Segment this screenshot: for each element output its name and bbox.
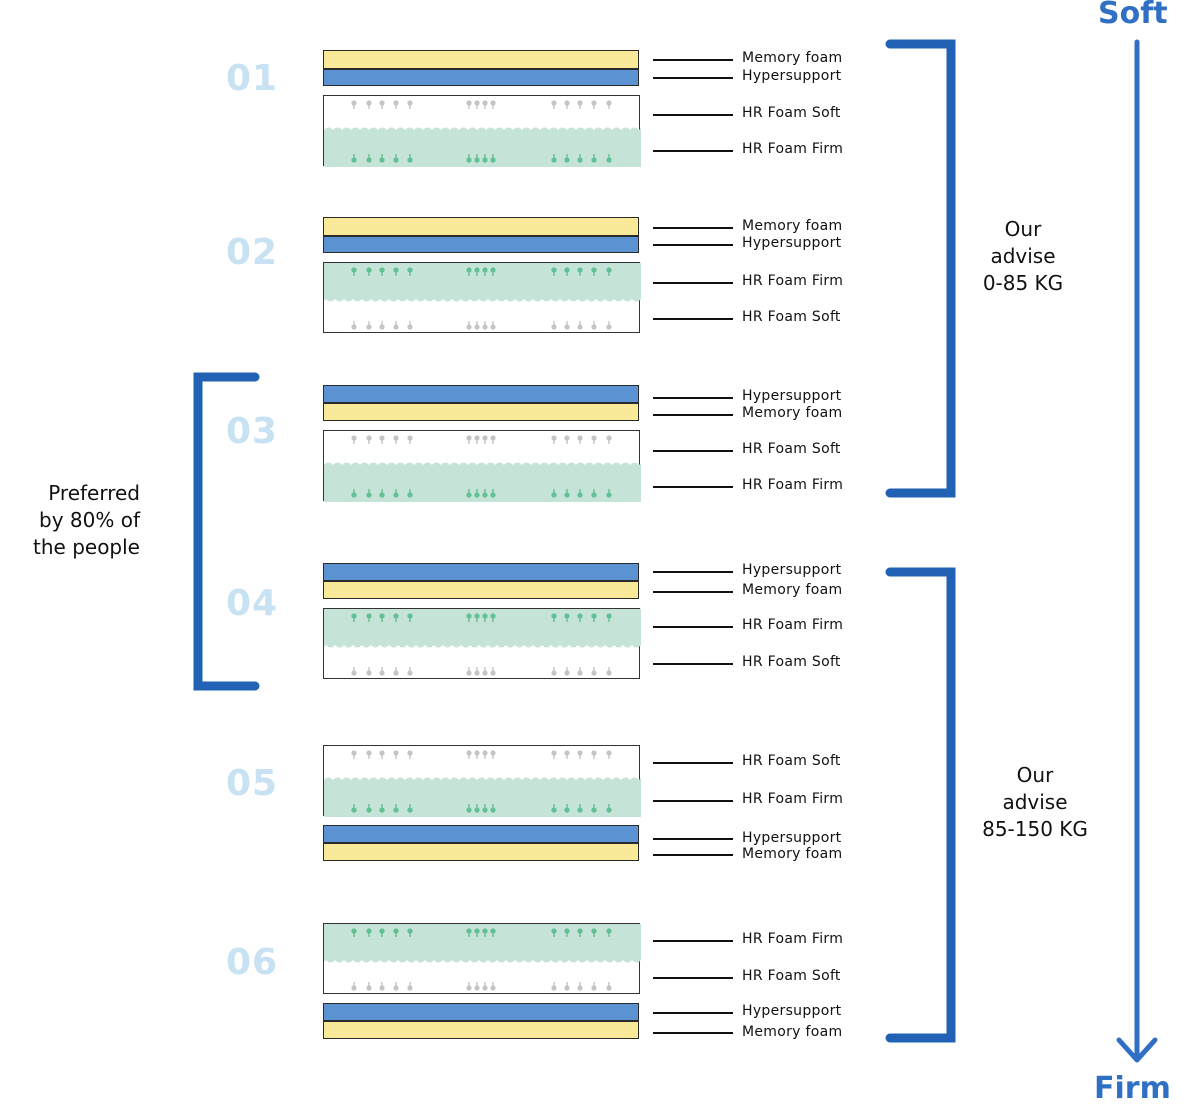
hr-foam-block-firm-over-soft bbox=[323, 608, 641, 679]
memory-foam-layer bbox=[323, 403, 639, 421]
layer-label: HR Foam Firm bbox=[742, 617, 844, 633]
memory-foam-layer bbox=[323, 843, 639, 861]
scale-soft-label: Soft bbox=[1098, 0, 1168, 31]
layer-label: Hypersupport bbox=[742, 1003, 842, 1019]
layer-label: Memory foam bbox=[742, 218, 843, 234]
layer-label: HR Foam Soft bbox=[742, 753, 841, 769]
layer-label: Memory foam bbox=[742, 582, 843, 598]
preferred-line: by 80% of bbox=[39, 508, 140, 532]
layer-label: HR Foam Soft bbox=[742, 441, 841, 457]
foam-illustration bbox=[324, 263, 641, 330]
memory-foam-layer bbox=[323, 1021, 639, 1039]
configuration-number: 05 bbox=[226, 763, 279, 804]
hr-foam-block-firm-over-soft bbox=[323, 262, 641, 333]
hr-foam-block-soft-over-firm bbox=[323, 95, 641, 167]
preferred-text: Preferred by 80% of the people bbox=[20, 480, 140, 561]
layer-label: Hypersupport bbox=[742, 562, 842, 578]
bracket-heavy-advise bbox=[885, 567, 956, 1043]
memory-foam-layer bbox=[323, 217, 639, 236]
advise-heavy-text: Our advise 85-150 KG bbox=[975, 762, 1095, 843]
layer-label: Memory foam bbox=[742, 846, 843, 862]
configuration-number: 02 bbox=[226, 232, 279, 273]
hypersupport-layer bbox=[323, 1003, 639, 1021]
layer-label: HR Foam Soft bbox=[742, 968, 841, 984]
hypersupport-layer bbox=[323, 69, 639, 86]
hypersupport-layer bbox=[323, 385, 639, 403]
advise-line: advise bbox=[1002, 790, 1068, 814]
hr-foam-block-soft-over-firm bbox=[323, 430, 641, 502]
foam-illustration bbox=[324, 100, 641, 167]
hypersupport-layer bbox=[323, 236, 639, 253]
advise-light-text: Our advise 0-85 KG bbox=[972, 216, 1074, 297]
layer-label: HR Foam Soft bbox=[742, 654, 841, 670]
advise-weight-range: 85-150 KG bbox=[982, 817, 1088, 841]
hr-foam-block-soft-over-firm bbox=[323, 745, 641, 817]
layer-label: Hypersupport bbox=[742, 68, 842, 84]
layer-label: HR Foam Firm bbox=[742, 791, 844, 807]
configuration-number: 04 bbox=[226, 583, 279, 624]
layer-label: HR Foam Firm bbox=[742, 273, 844, 289]
layer-label: Memory foam bbox=[742, 50, 843, 66]
foam-illustration bbox=[324, 750, 641, 817]
preferred-line: Preferred bbox=[48, 481, 140, 505]
advise-weight-range: 0-85 KG bbox=[982, 271, 1064, 295]
foam-illustration bbox=[324, 924, 641, 991]
scale-firm-label: Firm bbox=[1094, 1071, 1171, 1106]
hr-foam-block-firm-over-soft bbox=[323, 923, 641, 994]
layer-label: HR Foam Soft bbox=[742, 309, 841, 325]
memory-foam-layer bbox=[323, 581, 639, 599]
layer-label: HR Foam Soft bbox=[742, 105, 841, 121]
layer-label: Memory foam bbox=[742, 405, 843, 421]
layer-label: HR Foam Firm bbox=[742, 141, 844, 157]
layer-label: Hypersupport bbox=[742, 235, 842, 251]
foam-illustration bbox=[324, 435, 641, 502]
preferred-line: the people bbox=[33, 535, 140, 559]
bracket-preferred bbox=[193, 372, 260, 691]
soft-firm-arrow-head bbox=[1116, 1037, 1158, 1063]
configuration-number: 01 bbox=[226, 58, 279, 99]
configuration-number: 03 bbox=[226, 411, 279, 452]
configuration-number: 06 bbox=[226, 942, 279, 983]
layer-label: HR Foam Firm bbox=[742, 931, 844, 947]
layer-label: Hypersupport bbox=[742, 830, 842, 846]
layer-label: HR Foam Firm bbox=[742, 477, 844, 493]
bracket-light-advise bbox=[885, 39, 956, 498]
layer-label: Hypersupport bbox=[742, 388, 842, 404]
memory-foam-layer bbox=[323, 50, 639, 69]
layer-label: Memory foam bbox=[742, 1024, 843, 1040]
hypersupport-layer bbox=[323, 825, 639, 843]
advise-line: advise bbox=[990, 244, 1056, 268]
advise-line: Our bbox=[1004, 217, 1042, 241]
foam-illustration bbox=[324, 609, 641, 676]
hypersupport-layer bbox=[323, 563, 639, 581]
advise-line: Our bbox=[1016, 763, 1054, 787]
